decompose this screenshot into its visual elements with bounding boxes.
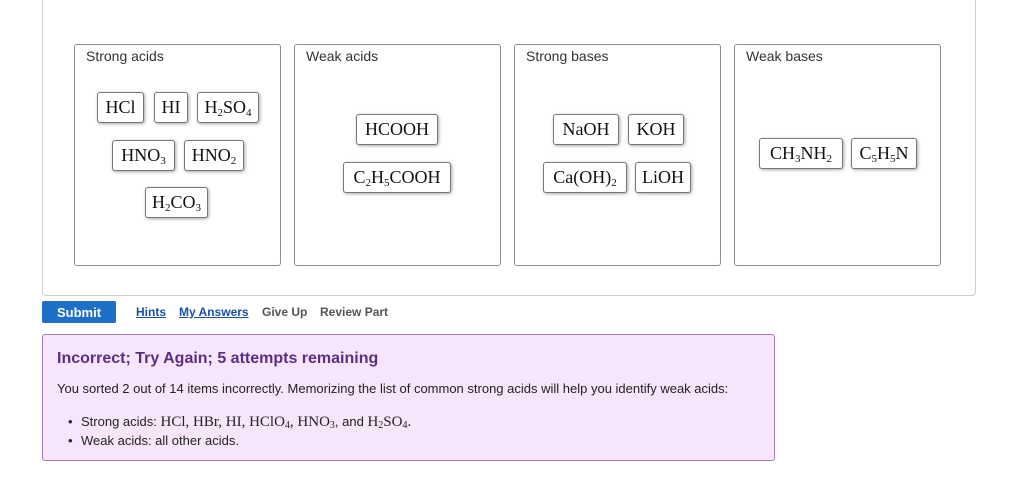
chip-formula: H2SO4 <box>204 97 252 119</box>
bin-label: Weak bases <box>742 48 828 64</box>
chip-formula: NaOH <box>562 119 610 139</box>
hints-link[interactable]: Hints <box>136 305 166 319</box>
chip-formula: H2CO3 <box>151 192 201 214</box>
chip-hcooh[interactable]: HCOOH <box>356 114 438 145</box>
chip-formula: LiOH <box>642 167 684 187</box>
chip-lioh[interactable]: LiOH <box>635 162 691 193</box>
chip-formula: Ca(OH)2 <box>553 167 617 189</box>
chip-koh[interactable]: KOH <box>628 114 684 145</box>
chip-formula: HI <box>161 97 181 117</box>
feedback-title: Incorrect; Try Again; 5 attempts remaini… <box>57 350 379 367</box>
chip-naoh[interactable]: NaOH <box>553 114 619 145</box>
feedback-list: •Strong acids: HCl, HBr, HI, HClO4, HNO3… <box>68 412 412 450</box>
chip-hno3[interactable]: HNO3 <box>112 140 175 171</box>
chip-c5h5n[interactable]: C5H5N <box>851 138 917 169</box>
chip-formula: HCl <box>105 97 136 117</box>
chip-formula: HNO2 <box>191 145 237 167</box>
chip-h2co3[interactable]: H2CO3 <box>145 187 208 218</box>
chip-formula: C2H5COOH <box>353 167 441 189</box>
chip-formula: CH3NH2 <box>769 143 832 165</box>
chip-formula: HNO3 <box>121 145 166 167</box>
chip-hno2[interactable]: HNO2 <box>184 140 244 171</box>
bin-strong-bases[interactable]: Strong bases NaOH KOH Ca(OH)2 LiOH <box>514 44 721 266</box>
bin-label: Strong acids <box>82 48 169 64</box>
chip-caoh2[interactable]: Ca(OH)2 <box>543 162 627 193</box>
chip-c2h5cooh[interactable]: C2H5COOH <box>343 162 451 193</box>
review-part-link[interactable]: Review Part <box>320 305 389 319</box>
chip-ch3nh2[interactable]: CH3NH2 <box>759 138 843 169</box>
my-answers-link[interactable]: My Answers <box>179 305 249 319</box>
bin-weak-acids[interactable]: Weak acids HCOOH C2H5COOH <box>294 44 501 266</box>
bin-label: Weak acids <box>302 48 384 64</box>
feedback-box: Incorrect; Try Again; 5 attempts remaini… <box>42 334 775 461</box>
submit-button[interactable]: Submit <box>42 301 116 323</box>
give-up-link[interactable]: Give Up <box>262 305 308 319</box>
chip-formula: C5H5N <box>859 143 909 165</box>
feedback-bullet-strong-acids: •Strong acids: HCl, HBr, HI, HClO4, HNO3… <box>68 414 412 431</box>
chip-hi[interactable]: HI <box>154 92 188 123</box>
bin-weak-bases[interactable]: Weak bases CH3NH2 C5H5N <box>734 44 941 266</box>
chip-formula: KOH <box>636 119 676 139</box>
chip-hcl[interactable]: HCl <box>97 92 144 123</box>
bin-label: Strong bases <box>522 48 614 64</box>
bin-strong-acids[interactable]: Strong acids HCl HI H2SO4 HNO3 HNO2 H2CO… <box>74 44 281 266</box>
chip-h2so4[interactable]: H2SO4 <box>197 92 259 123</box>
sorting-panel: Strong acids HCl HI H2SO4 HNO3 HNO2 H2CO… <box>42 0 976 296</box>
chip-formula: HCOOH <box>364 119 429 139</box>
feedback-bullet-weak-acids: •Weak acids: all other acids. <box>68 433 239 448</box>
feedback-message: You sorted 2 out of 14 items incorrectly… <box>57 381 729 396</box>
